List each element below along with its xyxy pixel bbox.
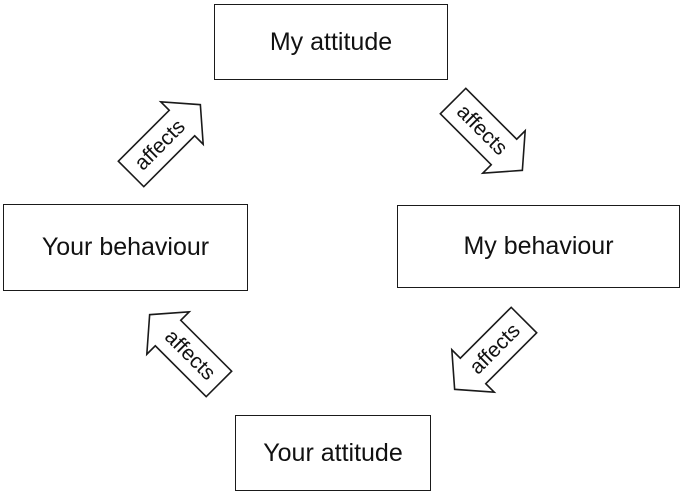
node-label: Your behaviour <box>41 233 210 261</box>
node-label: Your attitude <box>263 438 403 467</box>
arrow-shape <box>117 100 205 188</box>
arrow-your-behaviour-to-my-attitude: affects <box>117 100 205 188</box>
arrow-your-attitude-to-your-behaviour: affects <box>145 310 233 398</box>
node-my-behaviour: My behaviour <box>397 205 680 288</box>
arrow-shape <box>145 310 233 398</box>
arrow-my-behaviour-to-your-attitude: affects <box>450 306 538 394</box>
arrow-shape <box>450 306 538 394</box>
arrow-shape <box>439 87 527 175</box>
arrow-my-attitude-to-my-behaviour: affects <box>439 87 527 175</box>
node-your-attitude: Your attitude <box>235 415 431 491</box>
node-label: My behaviour <box>463 232 614 260</box>
node-label: My attitude <box>269 27 393 56</box>
node-your-behaviour: Your behaviour <box>3 204 248 291</box>
node-my-attitude: My attitude <box>214 4 448 80</box>
